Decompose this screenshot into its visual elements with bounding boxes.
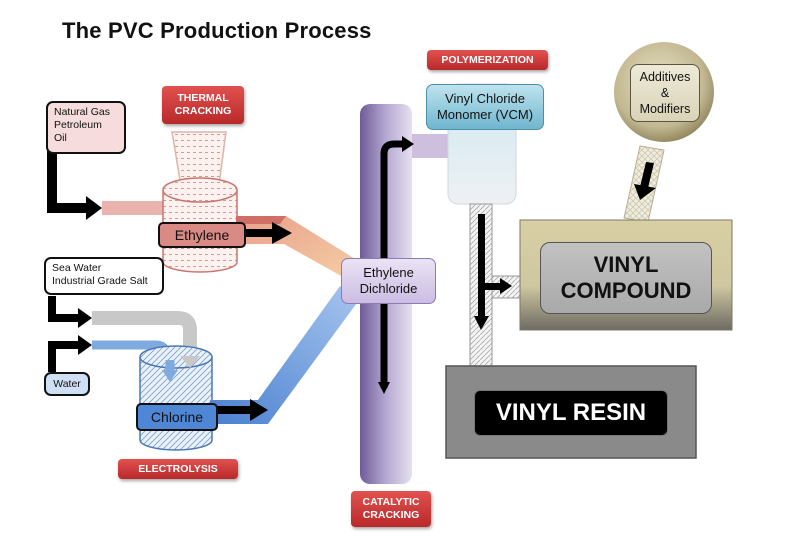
ethylene-tag: Ethylene [158, 222, 246, 248]
edc-line2: Dichloride [359, 281, 418, 296]
thermal-cracking-line1: THERMAL [177, 92, 229, 104]
additives-line3: Modifiers [639, 102, 691, 116]
polymerization-label: POLYMERIZATION [427, 50, 548, 70]
edc-line1: Ethylene [363, 265, 414, 280]
water-source-box: Water [44, 372, 90, 396]
electrolysis-label: ELECTROLYSIS [118, 459, 238, 479]
chlorine-out-arrow [212, 399, 268, 421]
source-industrial-salt: Industrial Grade Salt [52, 275, 148, 287]
vcm-line1: Vinyl Chloride [445, 91, 525, 106]
hydrocarbon-source-box: Natural Gas Petroleum Oil [46, 101, 126, 154]
hydrocarbon-feed-arrow [47, 150, 102, 220]
source-oil: Oil [54, 132, 67, 144]
vinyl-resin-label: VINYL RESIN [474, 390, 668, 436]
ethylene-dichloride-box: Ethylene Dichloride [341, 258, 436, 304]
catalytic-cracking-label: CATALYTIC CRACKING [351, 491, 431, 527]
source-petroleum: Petroleum [54, 119, 102, 131]
thermal-cracking-label: THERMAL CRACKING [162, 86, 244, 124]
vinyl-compound-line1: VINYL [593, 252, 659, 277]
catalytic-cracking-line2: CRACKING [362, 509, 420, 521]
water-feed-arrow [48, 335, 92, 372]
vinyl-compound-line2: COMPOUND [560, 278, 692, 303]
source-natural-gas: Natural Gas [54, 106, 111, 118]
page-title: The PVC Production Process [62, 18, 372, 43]
additives-arrow [634, 162, 656, 200]
ethylene-out-arrow [236, 222, 292, 244]
catalytic-cracking-line1: CATALYTIC [362, 496, 420, 508]
chlorine-pipe [210, 286, 362, 424]
vcm-line2: Monomer (VCM) [436, 107, 534, 122]
edc-to-vcm-pipe [412, 134, 452, 158]
vcm-box: Vinyl Chloride Monomer (VCM) [426, 84, 544, 130]
additives-box: Additives & Modifiers [630, 64, 700, 122]
vcm-down-arrow [474, 214, 512, 330]
salt-source-box: Sea Water Industrial Grade Salt [44, 257, 164, 295]
additives-line1: Additives [639, 70, 691, 84]
additives-line2: & [660, 86, 670, 100]
hydrocarbon-pipe [102, 201, 164, 215]
salt-feed-arrow [48, 296, 92, 328]
chlorine-tank [139, 345, 213, 451]
source-sea-water: Sea Water [52, 262, 102, 274]
column-flow-arrow [378, 136, 414, 394]
salt-pipe [92, 311, 197, 355]
chlorine-tag: Chlorine [136, 403, 218, 431]
vinyl-compound-label: VINYL COMPOUND [540, 242, 712, 314]
thermal-cracking-line2: CRACKING [174, 105, 232, 117]
